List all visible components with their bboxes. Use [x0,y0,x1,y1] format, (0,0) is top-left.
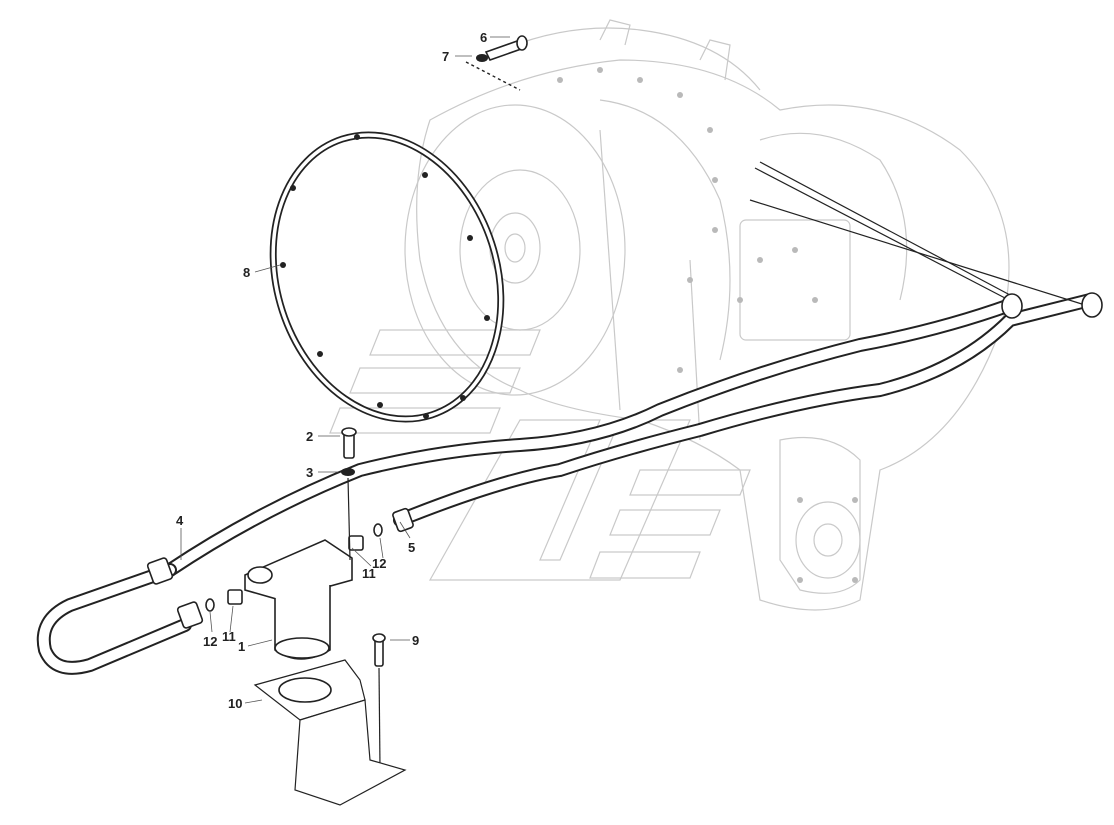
filter-assembly [244,539,353,660]
callout-4: 4 [176,513,184,528]
callout-numbers: 6 7 8 2 3 4 5 11 12 12 11 1 9 10 [176,30,487,711]
mounting-bracket [253,659,407,806]
callout-6: 6 [480,30,487,45]
bracket-bolt [372,633,386,769]
callout-1: 1 [238,639,245,654]
callout-5: 5 [408,540,415,555]
leader-lines [180,36,510,704]
center-bolt [341,427,357,561]
oil-hoses [36,161,1103,675]
callout-12-right: 12 [372,556,386,571]
callout-7: 7 [442,49,449,64]
callout-3: 3 [306,465,313,480]
callout-11-right: 11 [362,566,376,581]
top-bolt [465,35,528,91]
transmission-housing-ghost [404,19,1010,611]
callout-8: 8 [243,265,250,280]
gasket-ring [269,131,505,423]
fittings [205,523,383,612]
background-watermark [329,329,751,581]
callout-12-left: 12 [203,634,217,649]
callout-2: 2 [306,429,313,444]
callout-9: 9 [412,633,419,648]
callout-11-left: 11 [222,629,236,644]
callout-10: 10 [228,696,242,711]
